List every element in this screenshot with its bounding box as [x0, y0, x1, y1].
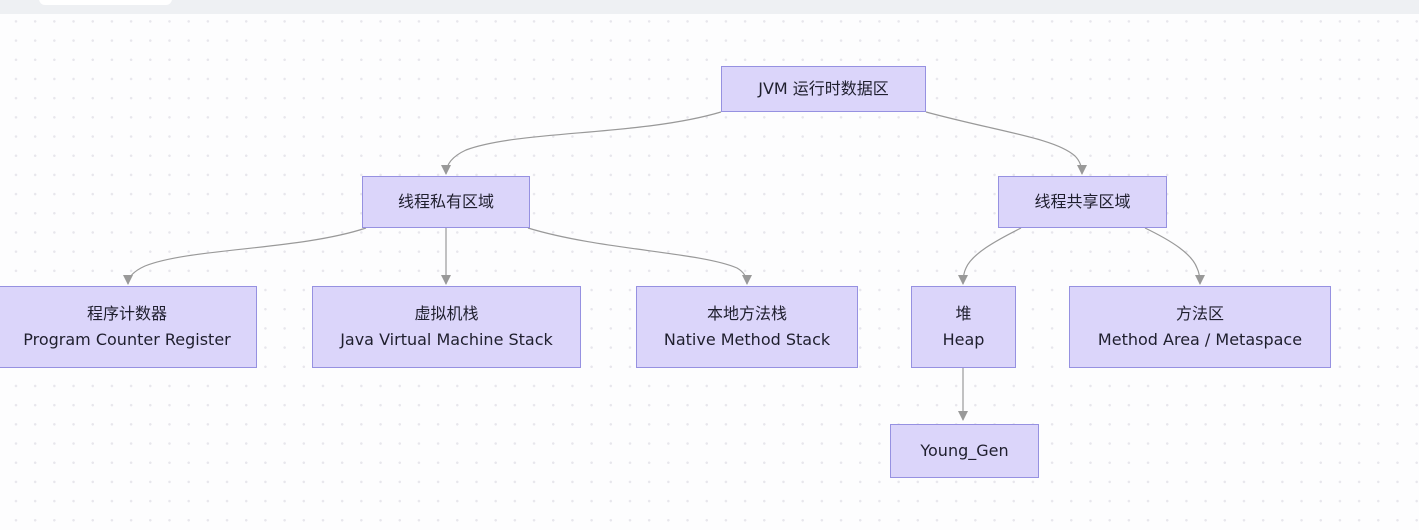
node-label-zh: 程序计数器	[86, 304, 167, 323]
node-label: 线程共享区域	[1034, 192, 1131, 211]
node-jvm-runtime-data-area[interactable]: JVM 运行时数据区	[721, 66, 926, 112]
node-label-en: Native Method Stack	[663, 330, 831, 349]
node-young-gen[interactable]: Young_Gen	[890, 424, 1039, 478]
node-label-en: Heap	[942, 330, 985, 349]
node-label-zh: 堆	[955, 304, 972, 323]
node-native-method-stack[interactable]: 本地方法栈 Native Method Stack	[636, 286, 858, 368]
node-label-zh: 本地方法栈	[706, 304, 787, 323]
node-label-en: Program Counter Register	[23, 330, 231, 349]
node-method-area-metaspace[interactable]: 方法区 Method Area / Metaspace	[1069, 286, 1331, 368]
node-label: JVM 运行时数据区	[758, 79, 889, 98]
top-toolbar-strip	[0, 0, 1419, 14]
node-java-virtual-machine-stack[interactable]: 虚拟机栈 Java Virtual Machine Stack	[312, 286, 581, 368]
node-label-zh: 虚拟机栈	[414, 304, 479, 323]
node-heap[interactable]: 堆 Heap	[911, 286, 1016, 368]
node-thread-shared-area[interactable]: 线程共享区域	[998, 176, 1167, 228]
diagram-canvas[interactable]	[0, 14, 1419, 530]
node-label: 线程私有区域	[397, 192, 494, 211]
node-label-en: Java Virtual Machine Stack	[340, 330, 553, 349]
node-thread-private-area[interactable]: 线程私有区域	[362, 176, 530, 228]
node-label: Young_Gen	[920, 441, 1009, 460]
toolbar-pill[interactable]	[39, 0, 172, 5]
node-label-en: Method Area / Metaspace	[1097, 330, 1303, 349]
node-program-counter-register[interactable]: 程序计数器 Program Counter Register	[0, 286, 257, 368]
node-label-zh: 方法区	[1175, 304, 1224, 323]
